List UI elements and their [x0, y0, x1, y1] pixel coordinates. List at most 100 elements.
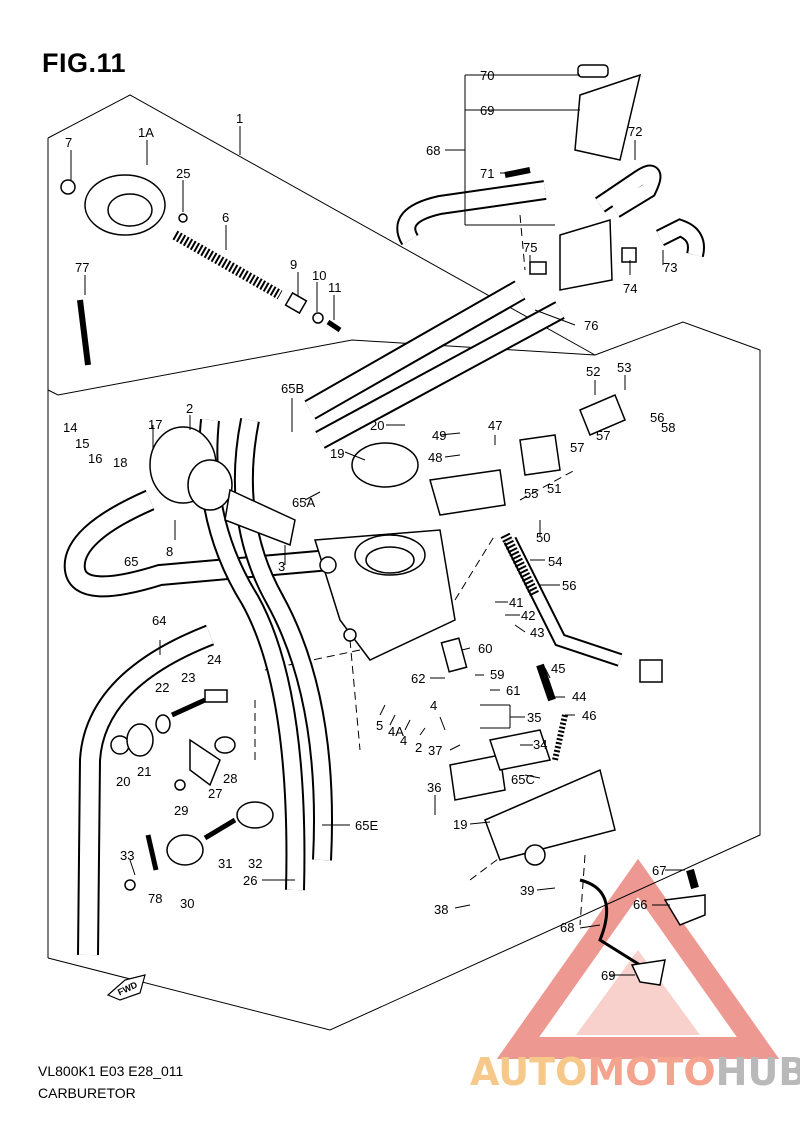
callout: 56 — [650, 410, 664, 425]
part-59 — [579, 394, 626, 436]
part-23 — [126, 723, 154, 757]
callout: 75 — [523, 240, 537, 255]
screw-73 — [504, 167, 531, 178]
washer-12 — [312, 312, 324, 324]
figure-name: CARBURETOR — [38, 1085, 136, 1101]
callout: 19 — [330, 446, 344, 461]
part-24 — [155, 714, 171, 734]
callout: 73 — [663, 260, 677, 275]
watermark-part1: AUTO — [470, 1050, 588, 1094]
spring-47 — [552, 714, 568, 761]
callout: 58 — [661, 420, 675, 435]
part-46 — [536, 663, 556, 702]
callout: 71 — [480, 166, 494, 181]
bracket-71 — [574, 73, 642, 161]
callout: 21 — [137, 764, 151, 779]
callout: 72 — [628, 124, 642, 139]
clamp-69 — [630, 959, 666, 986]
callout: 47 — [488, 418, 502, 433]
spring-25 — [170, 697, 207, 718]
fwd-arrow-icon: FWD — [106, 974, 146, 1001]
callout: 4A — [388, 724, 404, 739]
callout: 55 — [524, 486, 538, 501]
callout: 60 — [478, 641, 492, 656]
clamp-66 — [663, 894, 706, 926]
callout: 65C — [511, 772, 535, 787]
callout: 62 — [411, 671, 425, 686]
throttle-bracket-48 — [429, 469, 506, 516]
callout: 6 — [222, 210, 229, 225]
callout: 22 — [155, 680, 169, 695]
lever-52 — [519, 434, 561, 476]
oring-27 — [178, 213, 188, 223]
ring-10 — [187, 459, 233, 511]
callout: 30 — [180, 896, 194, 911]
callout: 78 — [148, 891, 162, 906]
callout: 69 — [480, 103, 494, 118]
callout: 16 — [88, 451, 102, 466]
callout: 57 — [570, 440, 584, 455]
callout: 67 — [652, 863, 666, 878]
callout: 1 — [236, 111, 243, 126]
part-36 — [449, 754, 506, 801]
watermark-logo-triangle — [496, 858, 780, 1059]
clamp-tie-79 — [77, 299, 91, 366]
callout: 11 — [328, 280, 342, 295]
callout: 66 — [633, 897, 647, 912]
callout: 24 — [207, 652, 221, 667]
part-11 — [284, 291, 308, 315]
screw-31 — [174, 779, 186, 791]
piston-3 — [224, 488, 296, 547]
callout: 64 — [152, 613, 166, 628]
callout: 41 — [509, 595, 523, 610]
callout: 23 — [181, 670, 195, 685]
callout: 36 — [427, 780, 441, 795]
callout: 61 — [506, 683, 520, 698]
figure-code: VL800K1 E03 E28_011 — [38, 1063, 184, 1079]
callout: 2 — [415, 740, 422, 755]
callout: 20 — [116, 774, 130, 789]
part-30 — [214, 736, 236, 754]
callout: 3 — [278, 559, 285, 574]
part-62 — [440, 637, 468, 673]
callout: 15 — [75, 436, 89, 451]
callout: 31 — [218, 856, 232, 871]
callout: 32 — [248, 856, 262, 871]
callout: 76 — [584, 318, 598, 333]
callout: 68 — [560, 920, 574, 935]
clamp-76a — [529, 261, 547, 275]
callout: 4 — [430, 698, 437, 713]
spring-8 — [172, 230, 283, 300]
screw-67 — [686, 868, 699, 890]
callout-numbers: 1 1A 7 25 6 9 10 11 77 70 69 68 71 72 75… — [63, 68, 677, 983]
callout: 65 — [124, 554, 138, 569]
callout: 34 — [533, 737, 547, 752]
callout: 29 — [174, 803, 188, 818]
callout: 65E — [355, 818, 378, 833]
callout: 45 — [551, 661, 565, 676]
callout: 25 — [176, 166, 190, 181]
part-32 — [166, 834, 204, 866]
part-26 — [204, 689, 228, 703]
float-bowl-21 — [484, 768, 616, 861]
valve-70 — [559, 219, 613, 291]
spring-13 — [326, 319, 342, 333]
callout: 14 — [63, 420, 77, 435]
watermark-text: AUTOMOTOHUB — [470, 1050, 800, 1094]
callout: 10 — [312, 268, 326, 283]
callout: 18 — [113, 455, 127, 470]
outline-lower-group — [47, 321, 761, 1031]
callout: 39 — [520, 883, 534, 898]
callout: 26 — [243, 873, 257, 888]
callout: 49 — [432, 428, 446, 443]
callout: 68 — [426, 143, 440, 158]
figure-title: FIG.11 — [42, 48, 127, 78]
callout: 42 — [521, 608, 535, 623]
callout: 70 — [480, 68, 494, 83]
callout: 5 — [376, 718, 383, 733]
callout: 20 — [370, 418, 384, 433]
part-77 — [145, 834, 159, 871]
callout: 38 — [434, 902, 448, 917]
callout: 51 — [547, 481, 561, 496]
